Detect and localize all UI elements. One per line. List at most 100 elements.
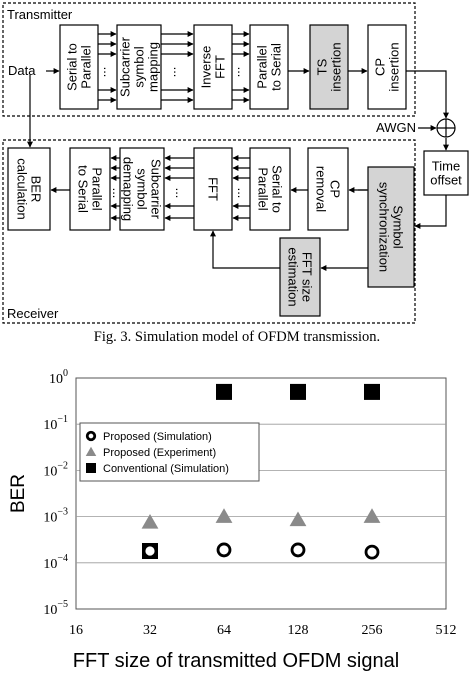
legend-label: Conventional (Simulation) xyxy=(103,463,229,475)
data-point-triangle xyxy=(141,513,159,529)
block-label-line: Serial to xyxy=(270,165,285,213)
legend-marker xyxy=(85,446,97,456)
x-tick-label: 64 xyxy=(217,623,231,638)
block-label: CPinsertion xyxy=(373,42,402,91)
block-label-line: to Serial xyxy=(76,165,91,213)
block-label-line: Subcarrier xyxy=(118,36,133,97)
block-label-line: Time xyxy=(432,159,460,174)
block-label: Parallelto Serial xyxy=(255,43,284,91)
legend-marker xyxy=(86,463,96,473)
block-box xyxy=(279,237,321,317)
block-fft: FFT xyxy=(193,147,233,231)
block-label: FFT xyxy=(206,177,221,201)
block-label-line: Serial to xyxy=(65,43,80,91)
block-label: Subcarriersymboldemapping xyxy=(121,157,164,221)
block-box xyxy=(309,24,349,110)
block-label-line: synchronization xyxy=(377,182,392,272)
y-tick-exp: −2 xyxy=(57,460,68,471)
block-box xyxy=(249,24,289,110)
y-tick-label: 10−5 xyxy=(43,599,68,618)
block-box xyxy=(116,24,162,110)
block-serial-to-parallel-tx: Serial toParallel xyxy=(59,24,99,110)
data-point-triangle xyxy=(289,511,307,527)
y-tick-label: 10−4 xyxy=(43,553,68,572)
block-box xyxy=(59,24,99,110)
data-point-triangle xyxy=(363,508,381,523)
receiver-label: Receiver xyxy=(7,306,59,321)
block-label: InverseFFT xyxy=(199,46,228,89)
data-point-circle-open xyxy=(290,542,306,558)
block-label-line: symbol xyxy=(132,46,147,87)
x-tick-label: 256 xyxy=(362,623,383,638)
data-point-square xyxy=(364,383,380,400)
signal-line xyxy=(406,70,449,119)
block-box xyxy=(249,147,291,231)
data-point-square xyxy=(216,383,232,400)
block-inverse-fft: InverseFFT xyxy=(193,24,233,110)
block-label: Serial toParallel xyxy=(65,43,94,91)
block-label-line: Subcarrier xyxy=(149,159,164,220)
block-label-line: calculation xyxy=(15,158,30,219)
y-tick-exp: −3 xyxy=(57,507,68,518)
y-tick-label: 100 xyxy=(49,368,68,387)
block-box xyxy=(367,166,415,288)
block-subcarrier-demapping: Subcarriersymboldemapping xyxy=(119,147,165,231)
ellipsis: ... xyxy=(173,188,188,199)
block-label: Symbolsynchronization xyxy=(377,182,406,272)
y-tick-exp: 0 xyxy=(63,368,68,379)
block-box xyxy=(193,24,233,110)
block-box xyxy=(7,147,51,231)
x-tick-label: 16 xyxy=(69,623,83,638)
block-label-line: to Serial xyxy=(269,43,284,91)
transmitter-label: Transmitter xyxy=(7,7,73,22)
ellipsis: ... xyxy=(101,67,116,78)
block-label: CPremoval xyxy=(314,166,343,212)
block-label-line: insertion xyxy=(387,42,402,91)
block-label: BERcalculation xyxy=(15,158,44,219)
block-box xyxy=(193,147,233,231)
signal-line xyxy=(414,195,447,229)
y-tick-label: 10−3 xyxy=(43,507,68,526)
transmitter-frame xyxy=(2,2,416,117)
block-label-line: FFT xyxy=(213,55,228,79)
y-tick-base: 10 xyxy=(49,372,63,387)
block-parallel-to-serial-rx: Parallelto Serial xyxy=(69,147,111,231)
block-label-line: CP xyxy=(373,58,388,76)
y-tick-exp: −4 xyxy=(57,553,68,564)
legend-box xyxy=(79,422,260,482)
block-label-line: symbol xyxy=(135,168,150,209)
block-label: FFT sizeestimation xyxy=(286,247,315,306)
y-tick-label: 10−2 xyxy=(43,460,68,479)
block-label-line: Parallel xyxy=(255,45,270,88)
data-label: Data xyxy=(8,63,36,78)
x-axis-label: FFT size of transmitted OFDM signal xyxy=(73,650,399,672)
block-ts-insertion: TSinsertion xyxy=(309,24,349,110)
block-label: Serial toParallel xyxy=(256,165,285,213)
legend: Proposed (Simulation)Proposed (Experimen… xyxy=(79,422,260,482)
receiver-frame xyxy=(2,139,416,324)
block-label-line: Parallel xyxy=(90,167,105,210)
figure-caption: Fig. 3. Simulation model of OFDM transmi… xyxy=(93,329,381,345)
legend-marker xyxy=(85,430,97,442)
block-label-line: demapping xyxy=(121,157,136,221)
x-tick-label: 512 xyxy=(436,623,457,638)
data-point-circle-open xyxy=(364,544,380,560)
block-label-line: CP xyxy=(328,180,343,198)
block-box xyxy=(69,147,111,231)
block-label-line: Symbol xyxy=(391,205,406,248)
y-tick-base: 10 xyxy=(43,603,57,618)
ellipsis: ... xyxy=(235,67,250,78)
block-box xyxy=(423,150,469,196)
block-label-line: estimation xyxy=(286,247,301,306)
plot-area xyxy=(75,377,447,610)
legend-label: Proposed (Simulation) xyxy=(103,431,212,443)
block-label-line: Parallel xyxy=(79,45,94,88)
block-label-line: BER xyxy=(29,176,44,203)
block-label: TSinsertion xyxy=(315,42,344,91)
block-fft-size-est: FFT sizeestimation xyxy=(279,237,321,317)
block-label-line: Parallel xyxy=(256,167,271,210)
